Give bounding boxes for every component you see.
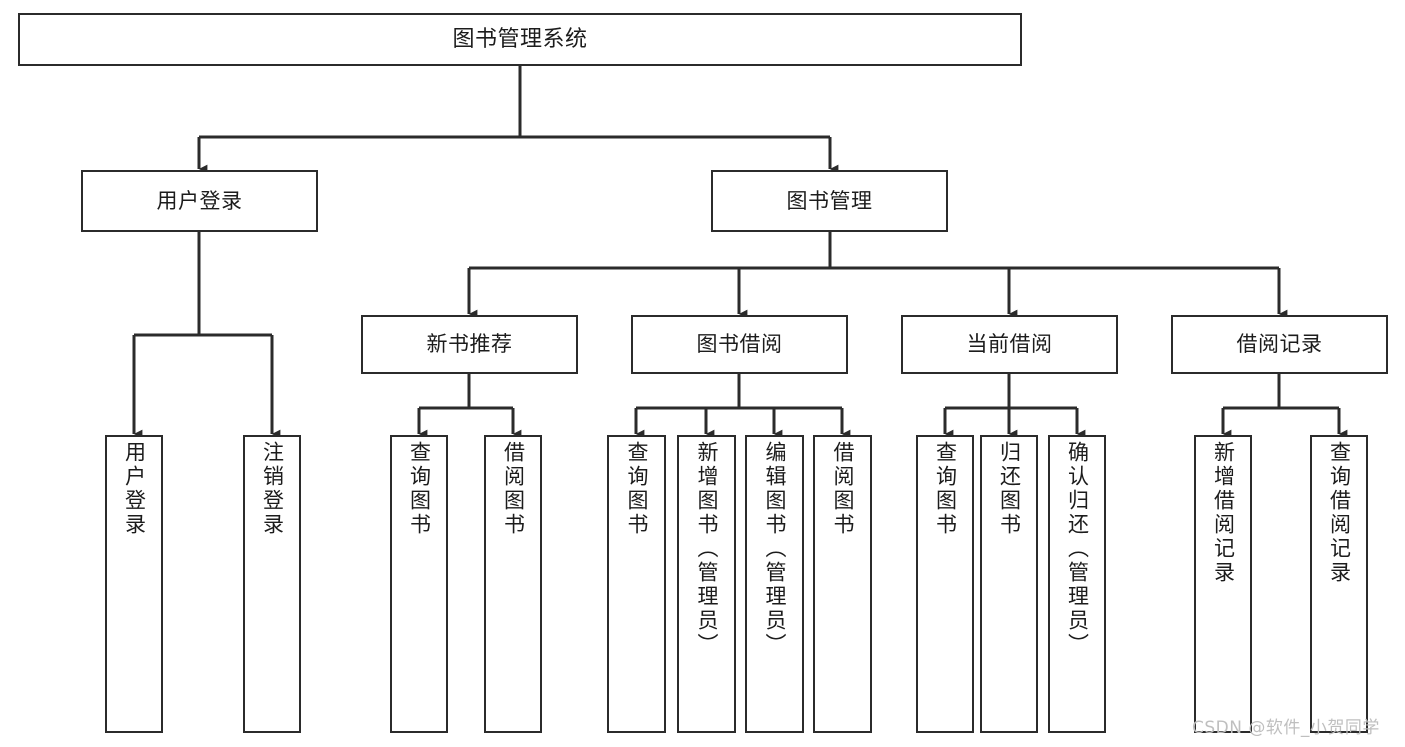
connector-lines [132, 66, 1348, 439]
node-label: 新书推荐 [426, 332, 513, 357]
node-label: 图书管理 [786, 188, 873, 213]
node-label: 查询图书 [407, 441, 432, 537]
node-label: 编辑图书（管理员） [763, 441, 787, 657]
node-label: 图书管理系统 [452, 26, 588, 52]
node-l3-1[interactable]: 新书推荐 [361, 315, 578, 374]
node-label: 图书借阅 [696, 332, 783, 357]
node-leaf-9[interactable]: 查询图书 [916, 435, 974, 733]
node-leaf-11[interactable]: 确认归还（管理员） [1048, 435, 1106, 733]
node-label: 归还图书 [997, 441, 1022, 537]
node-l2-2[interactable]: 图书管理 [711, 170, 948, 232]
node-leaf-10[interactable]: 归还图书 [980, 435, 1038, 733]
node-label: 借阅记录 [1236, 332, 1323, 357]
node-leaf-12[interactable]: 新增借阅记录 [1194, 435, 1252, 733]
node-label: 注销登录 [260, 441, 285, 537]
node-label: 用户登录 [122, 441, 147, 537]
node-leaf-4[interactable]: 借阅图书 [484, 435, 542, 733]
watermark: CSDN @软件_小贺同学 [1192, 718, 1380, 738]
node-label: 当前借阅 [966, 332, 1053, 357]
node-leaf-7[interactable]: 编辑图书（管理员） [745, 435, 804, 733]
node-leaf-3[interactable]: 查询图书 [390, 435, 448, 733]
node-l3-2[interactable]: 图书借阅 [631, 315, 848, 374]
node-label: 新增借阅记录 [1211, 441, 1236, 585]
node-label: 确认归还（管理员） [1065, 441, 1090, 657]
node-label: 借阅图书 [831, 441, 855, 537]
node-label: 用户登录 [156, 188, 243, 213]
node-leaf-6[interactable]: 新增图书（管理员） [677, 435, 736, 733]
node-label: 借阅图书 [501, 441, 526, 537]
node-leaf-5[interactable]: 查询图书 [607, 435, 666, 733]
node-l3-4[interactable]: 借阅记录 [1171, 315, 1388, 374]
node-root[interactable]: 图书管理系统 [18, 13, 1022, 66]
node-label: 查询借阅记录 [1327, 441, 1352, 585]
node-label: 查询图书 [625, 441, 649, 537]
node-leaf-13[interactable]: 查询借阅记录 [1310, 435, 1368, 733]
node-leaf-8[interactable]: 借阅图书 [813, 435, 872, 733]
node-l3-3[interactable]: 当前借阅 [901, 315, 1118, 374]
node-label: 新增图书（管理员） [695, 441, 719, 657]
node-leaf-1[interactable]: 用户登录 [105, 435, 163, 733]
node-leaf-2[interactable]: 注销登录 [243, 435, 301, 733]
node-label: 查询图书 [933, 441, 958, 537]
node-l2-1[interactable]: 用户登录 [81, 170, 318, 232]
